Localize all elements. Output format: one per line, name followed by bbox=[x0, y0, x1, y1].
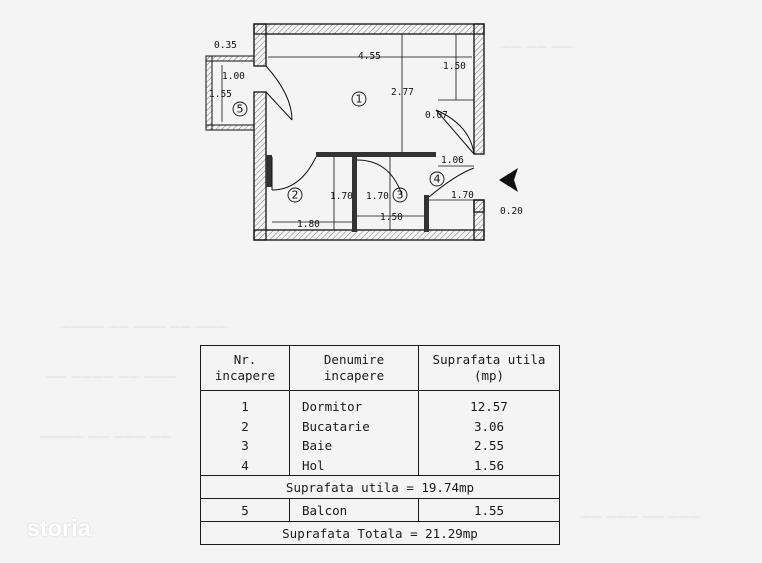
entrance-arrow-icon bbox=[499, 168, 518, 192]
room-number: 1 bbox=[356, 93, 363, 106]
faded-text: ———— —— ——— —— bbox=[40, 430, 172, 443]
area-table-wrapper: Nr. incapere Denumire incapere Suprafata… bbox=[200, 345, 560, 545]
table-cell: 5 bbox=[200, 498, 290, 522]
dim-label: 0.35 bbox=[214, 40, 237, 51]
table-cell: 3.06 bbox=[473, 418, 505, 434]
table-row: 5 Balcon 1.55 bbox=[200, 498, 560, 522]
room-number: 2 bbox=[292, 189, 299, 202]
useful-total: Suprafata utila = 19.74mp bbox=[200, 475, 560, 499]
room-marker bbox=[351, 91, 367, 107]
header-text: Suprafata utila bbox=[432, 352, 546, 367]
room-marker bbox=[287, 187, 303, 203]
table-cell: 12.57 bbox=[470, 399, 508, 414]
dim-label: 1.06 bbox=[441, 155, 464, 166]
table-cell: 2.55 bbox=[473, 438, 505, 453]
table-cell: Bucatarie bbox=[302, 418, 370, 434]
table-cell: Dormitor bbox=[302, 399, 363, 414]
interior-walls bbox=[266, 152, 436, 232]
balcony-walls bbox=[205, 55, 255, 131]
header-text: Denumire bbox=[323, 352, 385, 367]
table-cell: Hol bbox=[302, 457, 325, 473]
dim-label: 0.20 bbox=[500, 206, 523, 217]
nr-column: 1 2 3 4 bbox=[200, 390, 290, 476]
table-cell: 1 bbox=[241, 399, 249, 414]
table-rows: 1 2 3 4 Dormitor Bucatarie Baie Hol 12.5… bbox=[200, 390, 560, 476]
area-table: Nr. incapere Denumire incapere Suprafata… bbox=[200, 345, 560, 545]
area-column: 12.57 3.06 2.55 1.56 bbox=[418, 390, 560, 476]
name-column: Dormitor Bucatarie Baie Hol bbox=[289, 390, 419, 476]
header-text: incapere bbox=[323, 368, 385, 383]
header-text: (mp) bbox=[473, 368, 505, 383]
room-number: 5 bbox=[237, 103, 244, 116]
table-cell: Baie bbox=[302, 438, 333, 453]
useful-total-row: Suprafata utila = 19.74mp bbox=[200, 475, 560, 499]
room-marker bbox=[392, 187, 408, 203]
dim-label: 1.70 bbox=[451, 190, 474, 201]
room-marker bbox=[232, 101, 248, 117]
dim-label: 4.55 bbox=[358, 51, 381, 62]
grand-total: Suprafata Totala = 21.29mp bbox=[200, 521, 560, 545]
room-marker bbox=[429, 171, 445, 187]
table-cell: 1.56 bbox=[473, 457, 505, 473]
header-nr: Nr. incapere bbox=[200, 345, 290, 391]
dim-label: 1.70 bbox=[330, 191, 353, 202]
faded-text: —— —— —— bbox=[500, 40, 573, 53]
dim-label: 1.55 bbox=[209, 89, 232, 100]
faded-text: —— ——— —— ——— bbox=[580, 510, 701, 523]
table-cell: Balcon bbox=[289, 498, 419, 522]
dimension-labels: 0.35 4.55 1.00 1.55 1.50 2.77 0.07 1.06 … bbox=[209, 40, 523, 230]
dimension-lines bbox=[213, 34, 474, 230]
dim-label: 1.50 bbox=[380, 212, 403, 223]
header-area: Suprafata utila (mp) bbox=[418, 345, 560, 391]
table-cell: 2 bbox=[241, 418, 249, 434]
room-number: 4 bbox=[434, 173, 441, 186]
table-cell: 4 bbox=[241, 457, 249, 473]
room-markers: 1 2 3 4 5 bbox=[232, 91, 445, 203]
floor-plan: 0.35 4.55 1.00 1.55 1.50 2.77 0.07 1.06 … bbox=[205, 23, 523, 241]
faded-text: ———— —— ——— —— ——— bbox=[60, 320, 228, 333]
header-text: incapere bbox=[214, 368, 276, 383]
dim-label: 1.00 bbox=[222, 71, 245, 82]
dim-label: 1.80 bbox=[297, 219, 320, 230]
dim-label: 1.70 bbox=[366, 191, 389, 202]
door-arcs bbox=[265, 65, 475, 198]
dim-label: 2.77 bbox=[391, 87, 414, 98]
table-cell: 3 bbox=[241, 438, 249, 453]
grand-total-row: Suprafata Totala = 21.29mp bbox=[200, 521, 560, 545]
dim-label: 1.50 bbox=[443, 61, 466, 72]
header-text: Nr. bbox=[233, 352, 257, 367]
faded-text: —— ———— —— ——— bbox=[45, 370, 177, 383]
storia-logo: storia bbox=[27, 515, 91, 541]
table-cell: 1.55 bbox=[418, 498, 560, 522]
dim-label: 0.07 bbox=[425, 110, 448, 121]
room-number: 3 bbox=[397, 189, 404, 202]
table-header-row: Nr. incapere Denumire incapere Suprafata… bbox=[200, 345, 560, 391]
header-name: Denumire incapere bbox=[289, 345, 419, 391]
